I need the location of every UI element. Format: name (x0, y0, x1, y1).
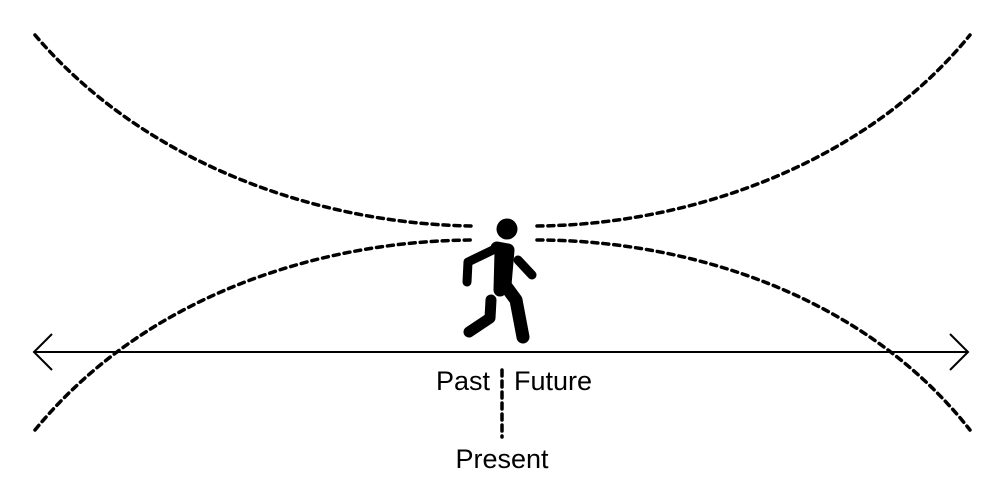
walking-person-icon (462, 218, 537, 344)
upper-right-curve (535, 33, 972, 228)
present-label: Present (455, 444, 549, 474)
past-label: Past (436, 366, 491, 396)
double-headed-arrow-icon (32, 333, 970, 371)
lower-right-curve (535, 238, 972, 432)
future-label: Future (514, 366, 592, 396)
upper-left-curve (33, 33, 477, 228)
lower-left-curve (33, 238, 477, 432)
